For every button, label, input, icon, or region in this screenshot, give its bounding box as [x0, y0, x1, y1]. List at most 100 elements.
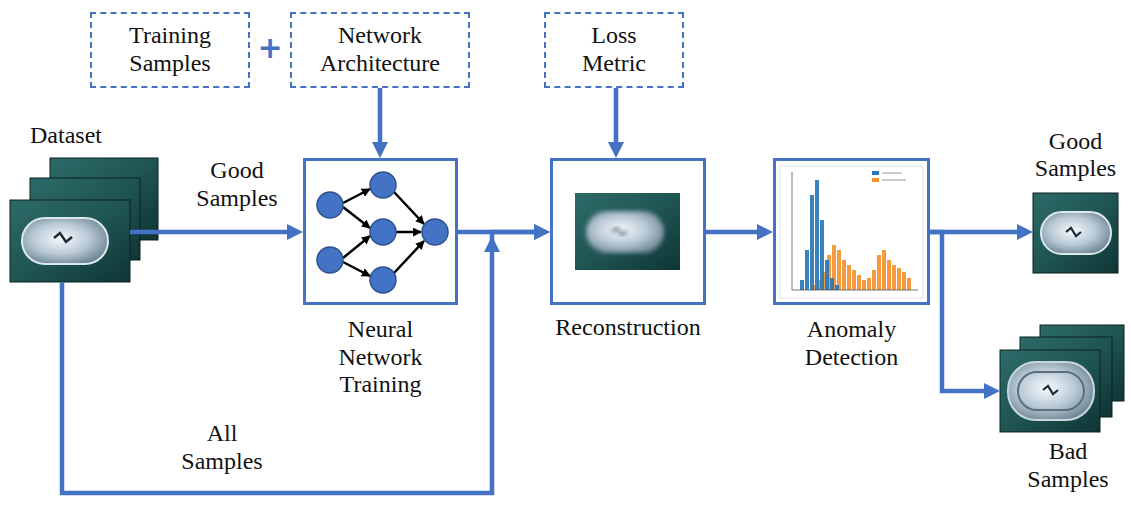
plus-sign: +: [257, 31, 282, 66]
edge-label: Good Samples: [187, 157, 287, 212]
input-label: Network Architecture: [305, 22, 455, 77]
orange-bars-part: [862, 280, 866, 290]
flow-arrow: [62, 232, 538, 493]
node-heading: Reconstruction: [538, 314, 718, 342]
flow-arrow: [378, 88, 383, 146]
orange-bars-part: [872, 270, 876, 290]
loss-histogram: [780, 166, 923, 298]
input-box: Training Samples: [90, 12, 250, 87]
neural-network-icon-part: [370, 172, 396, 198]
edge-label-holder: All Samples: [172, 420, 272, 475]
dataset-image-stack-part: [54, 233, 72, 242]
orange-bars-part: [902, 272, 906, 290]
image-stack: Good Samples: [1033, 193, 1118, 273]
loss-histogram-part: [882, 173, 902, 174]
good-sample-image-part: [1066, 228, 1081, 236]
neural-network-icon-part: [343, 262, 370, 276]
label-holder: +: [257, 31, 282, 66]
flow-arrow: [130, 230, 291, 235]
flow-arrow: [706, 230, 761, 235]
input-box: Loss Metric: [544, 12, 684, 87]
process-box: Reconstruction: [550, 158, 706, 305]
blue-bars-part: [830, 278, 834, 290]
blue-bars-part: [810, 195, 814, 290]
loss-histogram-part: [780, 166, 923, 298]
orange-bars-part: [852, 270, 856, 290]
loss-histogram-part: [792, 172, 793, 290]
bad-sample-image-stack-part: [1000, 350, 1100, 432]
node-heading: Neural Network Training: [321, 316, 441, 399]
neural-network-icon-part: [343, 207, 370, 228]
blue-bars-part: [815, 180, 819, 290]
neural-network-icon-part: [317, 247, 343, 273]
dataset-image-stack: [10, 158, 158, 282]
dataset-image-stack-part: [22, 218, 108, 264]
orange-bars-part: [887, 260, 891, 290]
blue-bars-part: [820, 220, 824, 290]
orange-bars-part: [842, 260, 846, 290]
input-label: Loss Metric: [559, 22, 669, 77]
heading-holder: Neural Network Training: [321, 316, 441, 399]
edge-label-holder: Good Samples: [187, 157, 287, 212]
input-box: Network Architecture: [290, 12, 470, 87]
bad-sample-image-stack: [1000, 325, 1124, 432]
heading-holder: Bad Samples: [1018, 438, 1118, 493]
heading-holder: Reconstruction: [538, 314, 718, 342]
orange-bars-part: [847, 265, 851, 290]
neural-network-icon-part: [343, 236, 370, 258]
neural-network-icon-part: [422, 219, 448, 245]
neural-network-icon-part: [394, 241, 424, 273]
blue-bars-part: [805, 250, 809, 290]
flow-arrow: [930, 232, 988, 391]
orange-bars-part: [907, 278, 911, 290]
bad-sample-image-stack-part: [1008, 362, 1094, 420]
node-heading: Bad Samples: [1018, 438, 1118, 493]
orange-bars-part: [877, 255, 881, 290]
heading-holder: Good Samples: [1026, 128, 1126, 183]
bad-sample-image-stack-part: [1018, 372, 1084, 410]
orange-bars-part: [897, 268, 901, 290]
edge-label: All Samples: [172, 420, 272, 475]
loss-histogram-part: [792, 290, 918, 291]
reconstruction-image-part: [612, 228, 627, 235]
loss-histogram-part: [872, 178, 879, 182]
neural-network-icon-part: [317, 192, 343, 218]
node-heading: Good Samples: [1026, 128, 1126, 183]
loss-histogram-part: [872, 171, 879, 175]
blue-bars: [800, 180, 839, 290]
heading-holder: Dataset: [11, 122, 121, 150]
reconstruction-image-part: [586, 211, 664, 253]
image-stack: Dataset: [10, 200, 130, 282]
node-heading: Anomaly Detection: [782, 316, 922, 371]
process-box: Anomaly Detection: [773, 158, 930, 305]
blue-bars-part: [835, 285, 839, 290]
neural-network-icon-part: [394, 192, 424, 224]
orange-bars-part: [892, 265, 896, 290]
neural-network-icon-part: [396, 231, 421, 234]
good-sample-image-part: [1041, 212, 1111, 254]
reconstruction-image: [575, 193, 680, 270]
node-heading: Dataset: [11, 122, 121, 150]
image-stack: Bad Samples: [1000, 350, 1100, 432]
reconstruction-image-part: [575, 193, 680, 270]
input-label: Training Samples: [105, 22, 235, 77]
blue-bars-part: [800, 280, 804, 290]
neural-network-icon-part: [343, 189, 370, 203]
flow-arrow: [614, 88, 619, 146]
orange-bars-part: [857, 275, 861, 290]
neural-network-icon-part: [370, 219, 396, 245]
good-sample-image-part: [1033, 193, 1118, 273]
good-sample-image: [1033, 193, 1118, 273]
orange-bars: [812, 245, 911, 290]
loss-histogram-part: [882, 180, 906, 181]
dataset-image-stack-part: [10, 200, 130, 282]
blue-bars-part: [825, 260, 829, 290]
neural-network-icon: [317, 172, 448, 293]
bad-sample-image-stack-part: [1043, 386, 1058, 394]
neural-network-icon-part: [370, 267, 396, 293]
orange-bars-part: [837, 250, 841, 290]
orange-bars-part: [882, 250, 886, 290]
process-box: Neural Network Training: [303, 158, 458, 305]
